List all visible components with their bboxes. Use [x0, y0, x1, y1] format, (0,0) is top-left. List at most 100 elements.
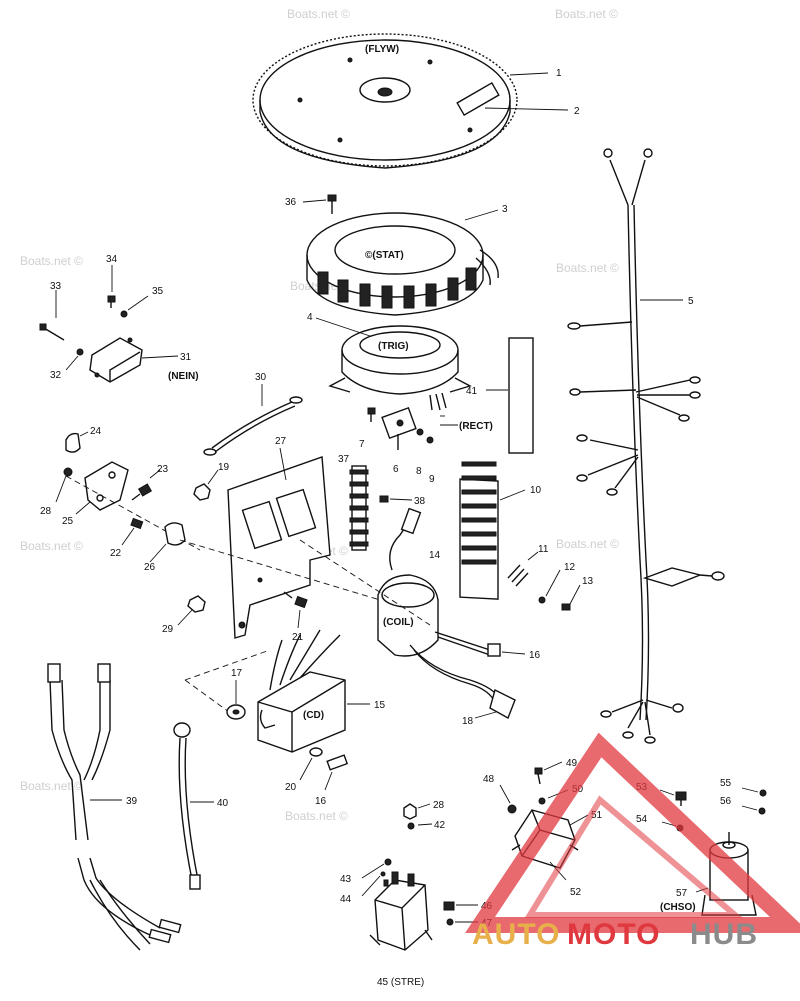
callout: 21 — [292, 632, 304, 643]
callout: 25 — [62, 516, 74, 527]
cd-module: (CD) — [226, 629, 370, 791]
callout: 57 — [676, 888, 688, 899]
terminal-strip-37 — [349, 465, 413, 551]
callout: 5 — [688, 296, 694, 307]
callout: 15 — [374, 700, 386, 711]
callout: 9 — [429, 474, 435, 485]
code-coil: (COIL) — [383, 617, 414, 628]
screw-21 — [283, 591, 308, 629]
callout: 3 — [502, 204, 508, 215]
code-cd: (CD) — [303, 710, 324, 721]
battery-cable-39 — [47, 663, 182, 951]
callout: 10 — [530, 485, 542, 496]
callout: 28 — [433, 800, 445, 811]
logo-text-hub: HUB — [690, 918, 758, 951]
callout: 48 — [483, 774, 495, 785]
grommet-26 — [121, 517, 186, 563]
code-chso: (CHSO) — [660, 902, 696, 913]
callout: 24 — [90, 426, 102, 437]
callout: 26 — [144, 562, 156, 573]
nut-29 — [177, 595, 206, 626]
jumpers-11-13 — [507, 551, 581, 611]
callout: 8 — [416, 466, 422, 477]
code-trig: (TRIG) — [378, 341, 409, 352]
callout: 19 — [218, 462, 230, 473]
code-rect: (RECT) — [459, 421, 493, 432]
watermark: Boats.net © — [556, 261, 619, 275]
nut-19 — [193, 469, 219, 501]
callout: 37 — [338, 454, 350, 465]
bracket-25 — [55, 431, 201, 551]
watermark: Boats.net © — [287, 7, 350, 21]
callout: 41 — [466, 386, 478, 397]
callout: 11 — [538, 544, 549, 555]
flywheel: (FLYW) — [252, 33, 569, 169]
watermark: Boats.net © — [20, 254, 83, 268]
callout: 29 — [162, 624, 174, 635]
code-nein: (NEIN) — [168, 371, 199, 382]
automotohub-logo: AUTO MOTO HUB — [465, 732, 800, 951]
code-flyw: (FLYW) — [365, 44, 399, 55]
callout: 38 — [414, 496, 426, 507]
callout: 43 — [340, 874, 352, 885]
callout: 42 — [434, 820, 446, 831]
callout: 17 — [231, 668, 243, 679]
watermark: Boats.net © — [285, 809, 348, 823]
callout: 44 — [340, 894, 352, 905]
callout: 33 — [50, 281, 62, 292]
callout: 35 — [152, 286, 164, 297]
callout: 20 — [285, 782, 297, 793]
callout: 32 — [50, 370, 62, 381]
stator: ©(STAT) — [306, 209, 499, 316]
callout: 22 — [110, 548, 122, 559]
callout: 51 — [591, 810, 603, 821]
neutral-module-31: (NEIN) — [39, 265, 199, 383]
callout: 54 — [636, 814, 648, 825]
callout: 52 — [570, 887, 582, 898]
callout: 30 — [255, 372, 267, 383]
callout: 34 — [106, 254, 118, 265]
screw-36 — [302, 194, 337, 214]
decal-41 — [486, 337, 534, 454]
watermark: Boats.net © — [556, 537, 619, 551]
callout: 18 — [462, 716, 474, 727]
terminal-block-10 — [459, 461, 526, 600]
callout: 36 — [285, 197, 297, 208]
logo-triangle — [465, 732, 800, 933]
callout: 40 — [217, 798, 229, 809]
lead-40 — [173, 722, 214, 890]
logo-text-auto: AUTO — [472, 918, 560, 951]
code-stat: ©(STAT) — [365, 250, 404, 261]
watermark: Boats.net © — [555, 7, 618, 21]
callout: 31 — [180, 352, 192, 363]
callout: 28 — [40, 506, 52, 517]
callout: 12 — [564, 562, 576, 573]
callout: 55 — [720, 778, 732, 789]
callout: 27 — [275, 436, 287, 447]
trigger: (TRIG) — [315, 317, 472, 411]
callout: 6 — [393, 464, 399, 475]
callout: 16 — [529, 650, 541, 661]
watermark: Boats.net © — [20, 539, 83, 553]
callout: 39 — [126, 796, 138, 807]
callout: 56 — [720, 796, 732, 807]
rectifier: (RECT) — [367, 406, 493, 450]
mounting-plate-27 — [227, 447, 331, 639]
callout: 23 — [157, 464, 169, 475]
callout: 4 — [307, 312, 313, 323]
watermark: Boats.net © — [20, 779, 83, 793]
callout: 16 — [315, 796, 327, 807]
callout: 45 (STRE) — [377, 977, 424, 988]
callout: 49 — [566, 758, 578, 769]
starter-solenoid — [361, 803, 478, 951]
callout: 14 — [429, 550, 441, 561]
wiring-harness — [567, 148, 725, 744]
ground-lead-30 — [203, 384, 303, 456]
callout: 13 — [582, 576, 594, 587]
callout: 1 — [556, 68, 562, 79]
callout: 7 — [359, 439, 365, 450]
alignment-lines — [179, 539, 431, 721]
ignition-coil: (COIL) — [377, 415, 526, 720]
